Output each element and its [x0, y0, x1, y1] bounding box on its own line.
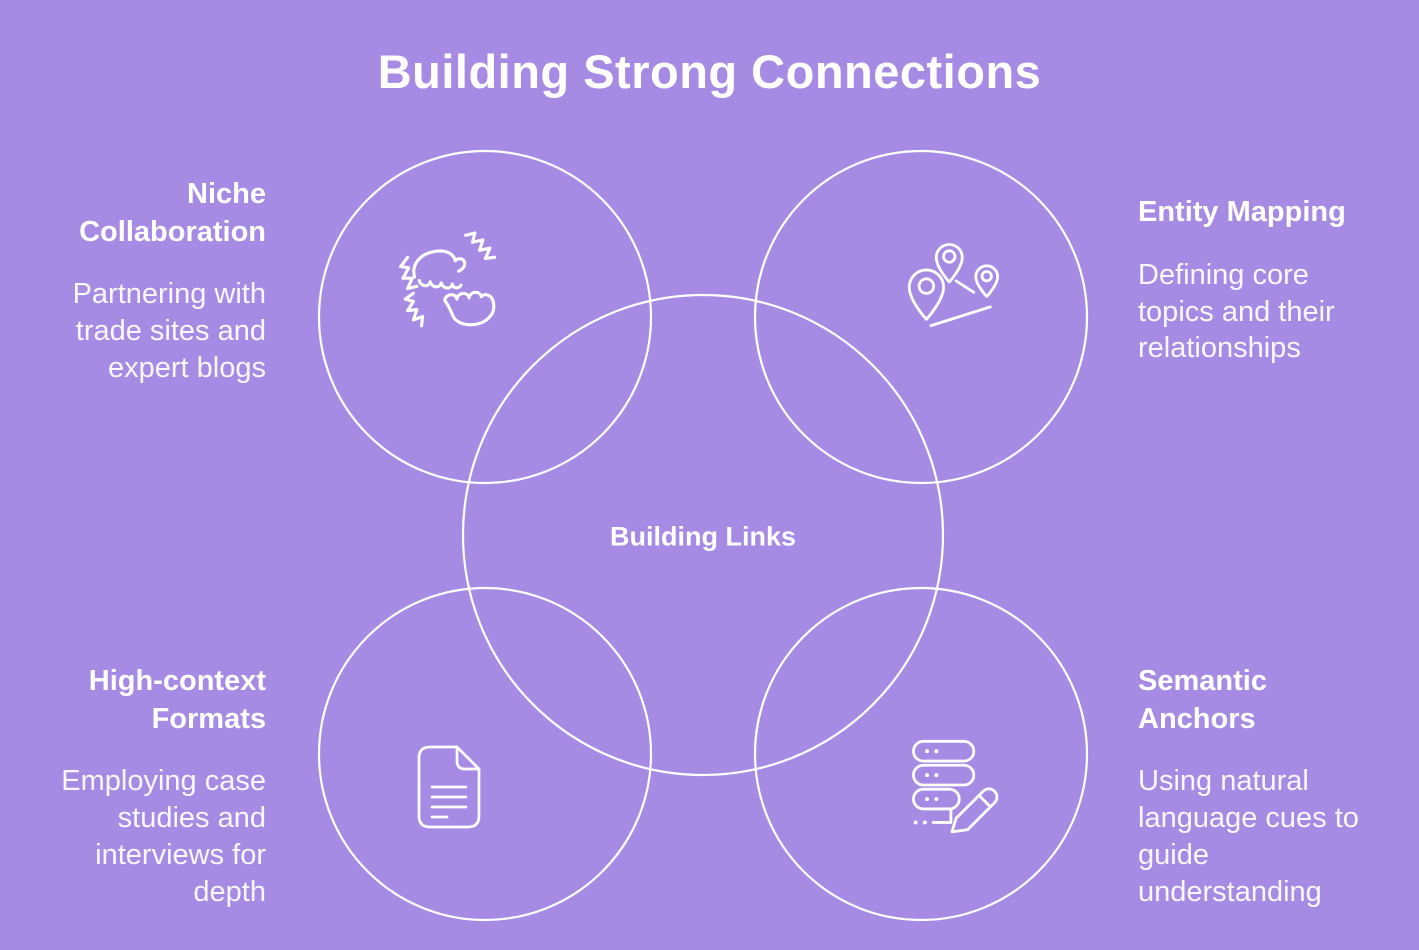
circle-top-right — [753, 149, 1089, 485]
section-heading: High-context Formats — [88, 665, 266, 735]
circle-bottom-left — [317, 586, 653, 922]
circle-top-left — [317, 149, 653, 485]
page-title: Building Strong Connections — [377, 45, 1042, 98]
database-edit-icon — [912, 739, 999, 834]
section-entity-mapping: Entity Mapping Defining core topics and … — [1138, 194, 1378, 367]
section-high-context-formats: High-context Formats Employing case stud… — [20, 663, 266, 911]
section-body: Using natural language cues to guide und… — [1138, 765, 1359, 908]
hands-collaboration-icon — [399, 231, 497, 328]
circle-bottom-right — [753, 586, 1089, 922]
map-pins-icon — [907, 243, 1000, 328]
section-niche-collaboration: Niche Collaboration Partnering with trad… — [20, 176, 266, 387]
document-icon — [417, 745, 481, 829]
section-heading: Entity Mapping — [1138, 196, 1346, 228]
section-semantic-anchors: Semantic Anchors Using natural language … — [1138, 663, 1378, 911]
circle-center — [461, 293, 945, 777]
center-label: Building Links — [610, 521, 796, 552]
section-body: Partnering with trade sites and expert b… — [72, 278, 266, 385]
section-heading: Semantic Anchors — [1138, 665, 1267, 735]
section-body: Employing case studies and interviews fo… — [61, 765, 266, 908]
section-heading: Niche Collaboration — [79, 178, 266, 248]
section-body: Defining core topics and their relations… — [1138, 258, 1335, 365]
